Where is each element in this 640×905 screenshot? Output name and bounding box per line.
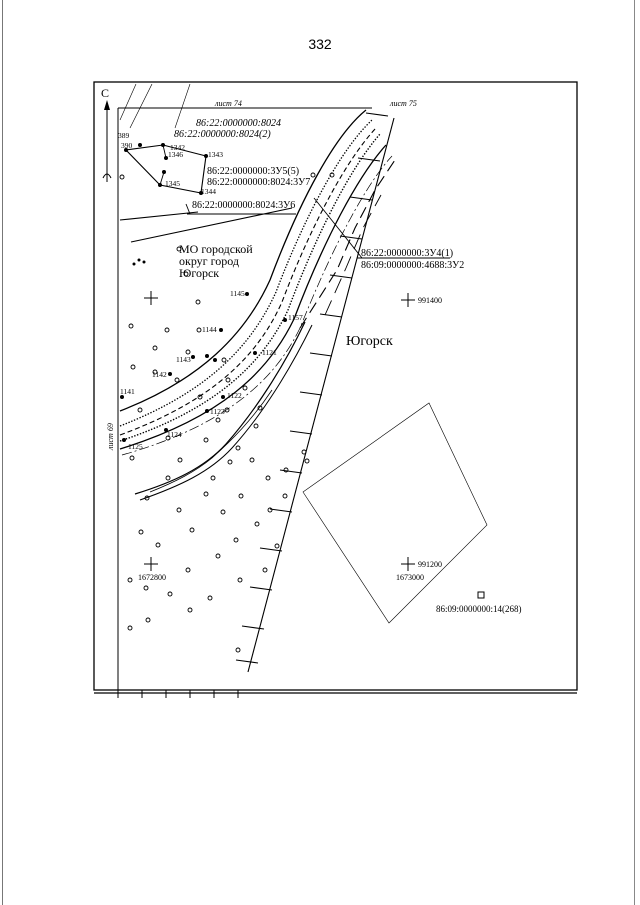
map-frame (93, 81, 578, 691)
north-arrow-icon (102, 100, 112, 182)
parcel-hairlines (119, 84, 191, 129)
road-corridor (119, 109, 396, 501)
label-point-1342: 1342 (170, 143, 185, 152)
label-point-1121: 1121 (262, 348, 277, 357)
label-grid-991200: 991200 (418, 560, 442, 569)
label-point-1124: 1124 (167, 430, 182, 439)
label-point-1144: 1144 (202, 325, 217, 334)
survey-points (119, 172, 335, 653)
label-point-1343: 1343 (208, 150, 223, 159)
square-plot (302, 402, 488, 624)
scan-edge-right (634, 0, 635, 905)
parcel-polygon (119, 144, 296, 243)
label-parcel-3u4-1: 86:22:0000000:3У4(1) (361, 248, 453, 259)
label-grid-1672800: 1672800 (138, 573, 166, 582)
label-municipality-2: округ город (179, 254, 239, 268)
label-point-1346: 1346 (168, 150, 183, 159)
label-point-1344: 1344 (201, 187, 216, 196)
label-parcel-8024-2: 86:22:0000000:8024(2) (174, 129, 271, 140)
label-point-1123: 1123 (210, 407, 225, 416)
label-point-1145: 1145 (230, 289, 245, 298)
sheet-label-75: лист 75 (389, 99, 417, 108)
label-grid-1673000: 1673000 (396, 573, 424, 582)
north-label: С (101, 86, 109, 100)
plot-marker-icon (477, 591, 485, 599)
label-point-1143: 1143 (176, 355, 191, 364)
label-parcel-3u5-5: 86:22:0000000:3У5(5) (207, 166, 299, 177)
label-point-389: 389 (118, 131, 130, 140)
label-point-1125: 1125 (128, 442, 143, 451)
scan-edge-left (2, 0, 3, 905)
label-municipality-3: Югорск (179, 266, 219, 280)
label-point-1141: 1141 (120, 387, 135, 396)
label-parcel-4688-3u2: 86:09:0000000:4688:3У2 (361, 260, 464, 271)
bottom-ticks (117, 690, 239, 698)
label-city: Югорск (346, 334, 393, 349)
grid-crosses (144, 291, 415, 571)
label-parcel-8024-3u6: 86:22:0000000:8024:3У6 (192, 200, 295, 211)
leader-line (313, 197, 450, 259)
label-point-1122: 1122 (227, 391, 242, 400)
label-parcel-8024: 86:22:0000000:8024 (196, 118, 281, 129)
label-parcel-8024-3u7: 86:22:0000000:8024:3У7 (207, 177, 310, 188)
label-point-1157: 1157 (288, 313, 303, 322)
label-point-390: 390 (121, 141, 133, 150)
label-point-1345: 1345 (165, 179, 180, 188)
sheet-label-74: лист 74 (214, 99, 242, 108)
sheet-label-69: лист 69 (106, 423, 115, 451)
label-point-1142: 1142 (152, 370, 167, 379)
label-parcel-14-268: 86:09:0000000:14(268) (436, 604, 522, 614)
tick-line (235, 112, 395, 673)
page-number: 332 (308, 36, 332, 52)
label-grid-991400: 991400 (418, 296, 442, 305)
label-municipality-1: МО городской (179, 242, 253, 256)
boundary-point-dots (120, 143, 287, 442)
